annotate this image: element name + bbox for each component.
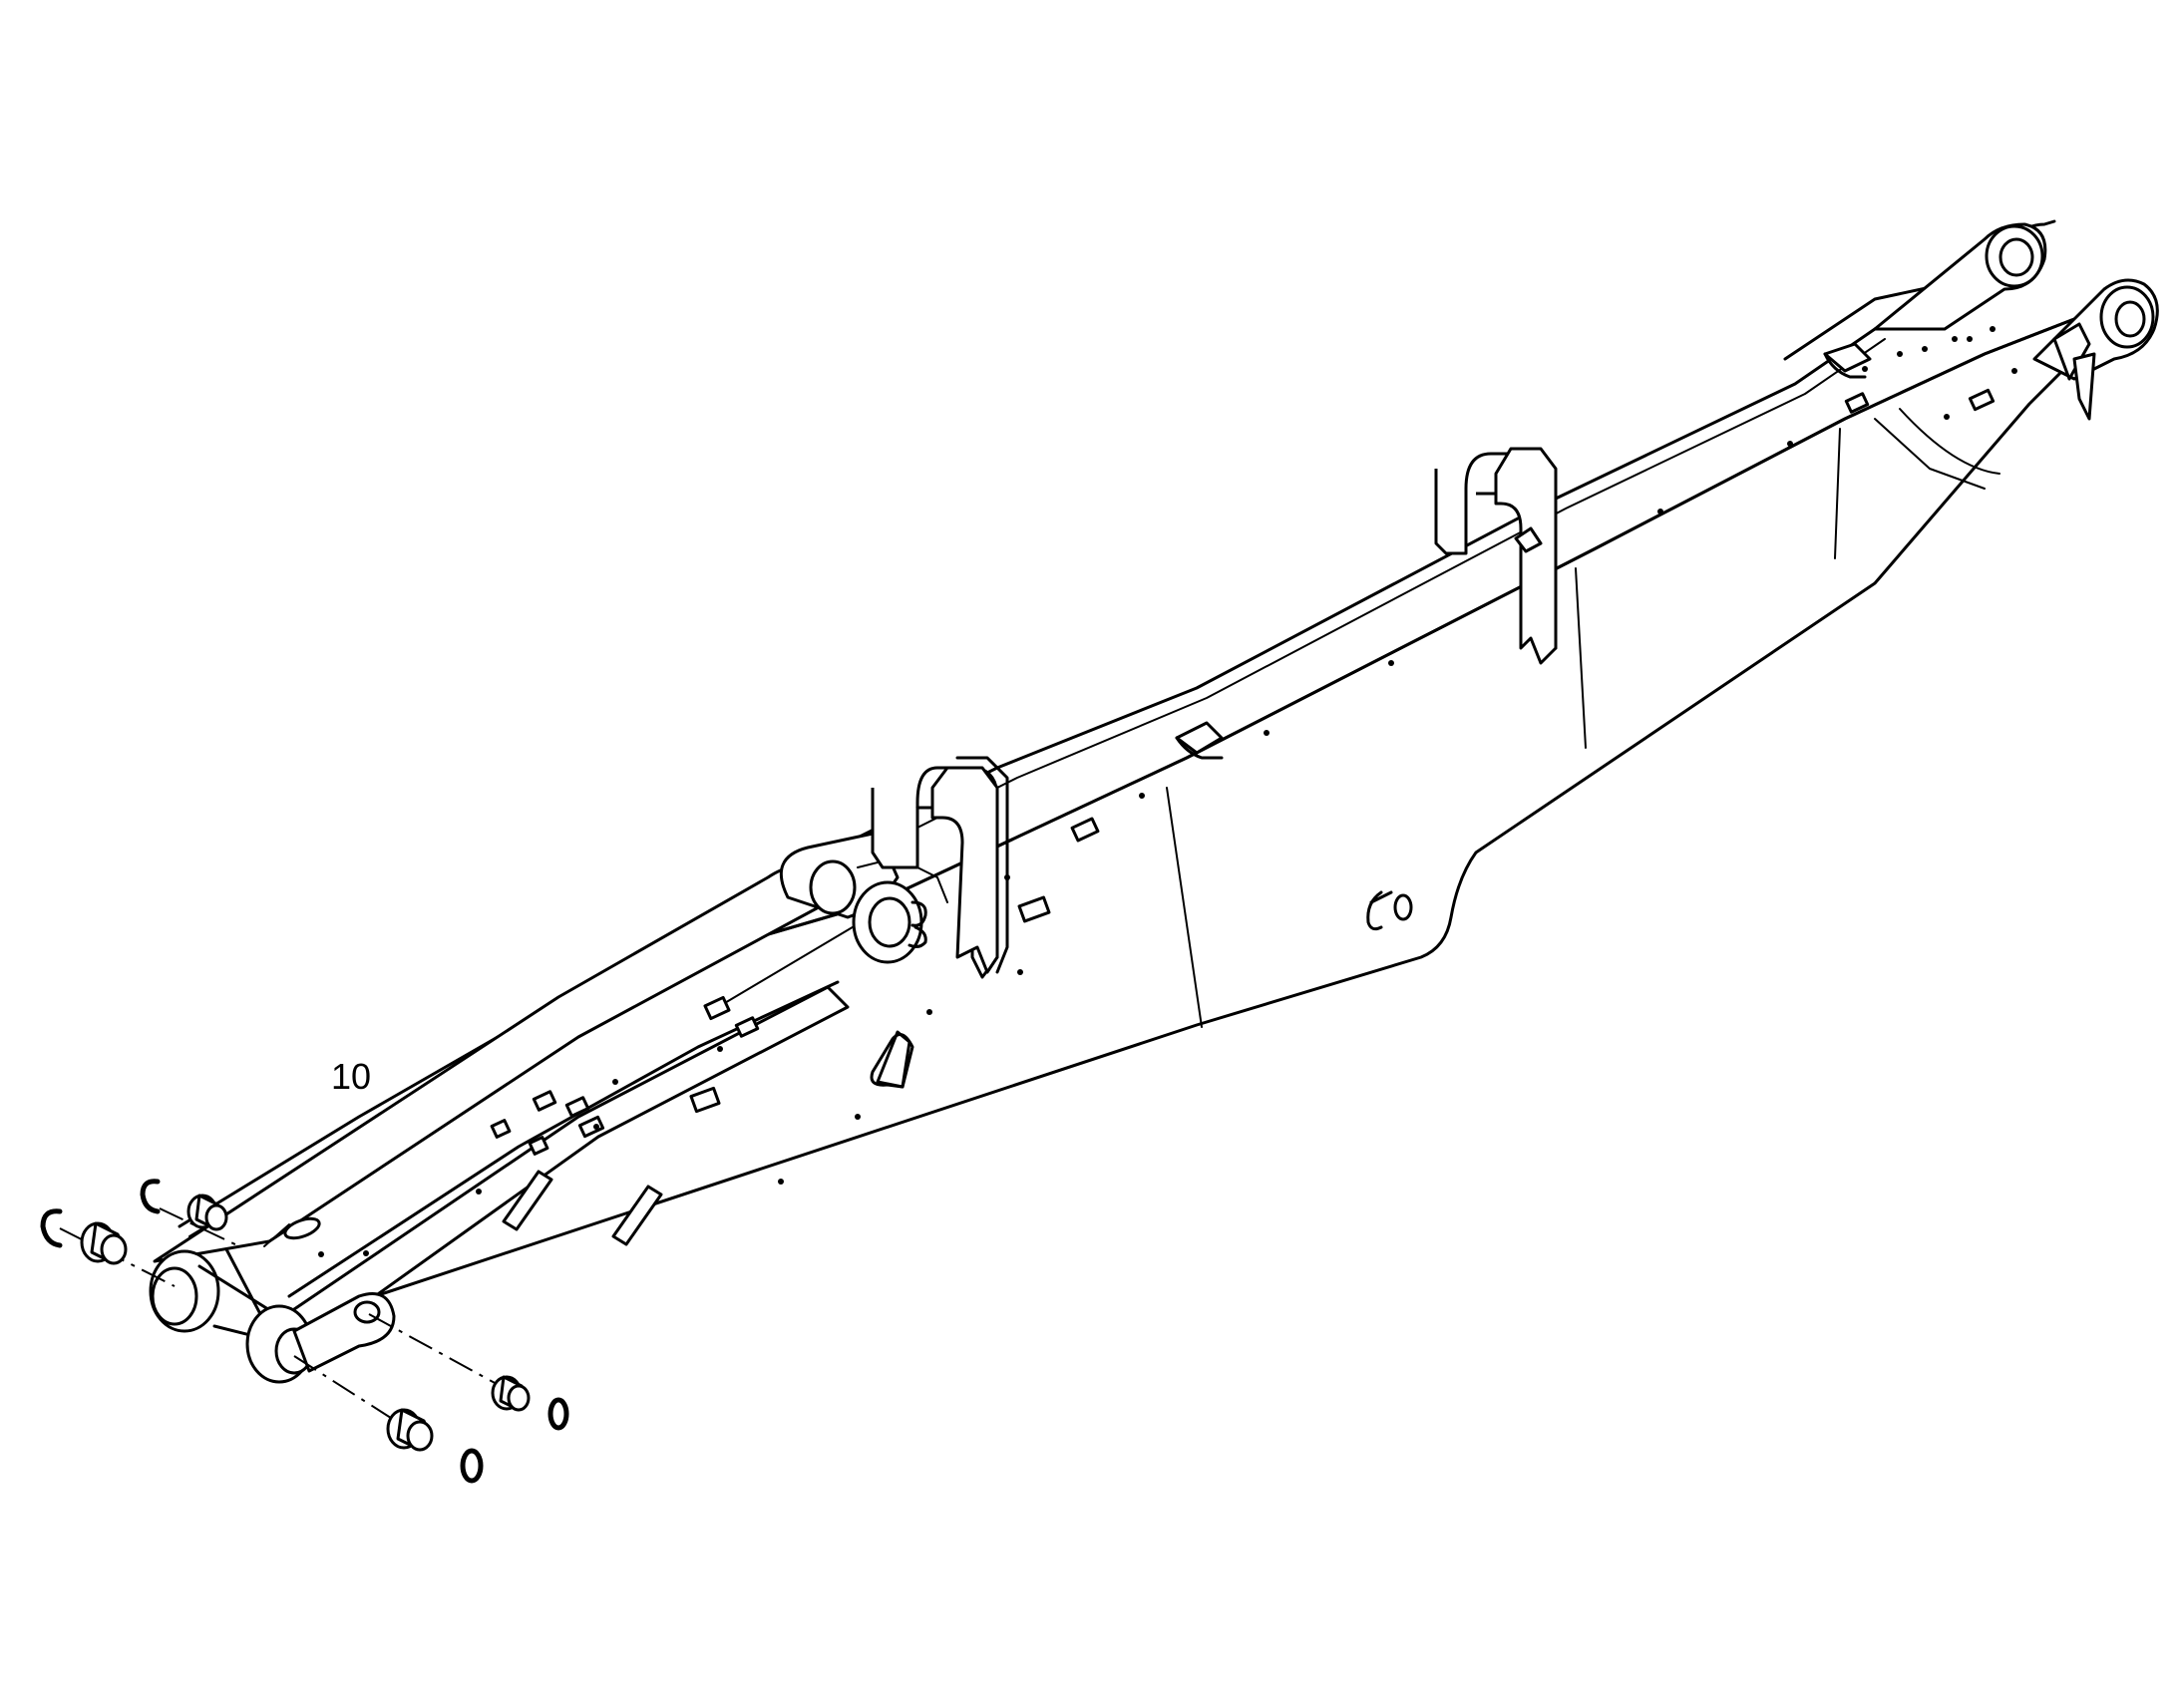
part-number-label: 10: [331, 1056, 372, 1097]
boom-small-features: [263, 342, 1996, 1247]
bushing-icon: [80, 1194, 531, 1452]
bolt-dots: [318, 326, 2017, 1257]
snap-ring-icon: [40, 1179, 569, 1484]
rear-pin-ear-lower: [2032, 278, 2159, 421]
hose-bracket-rear: [1434, 447, 1558, 665]
boom-body: [178, 219, 2101, 1333]
hose-bracket-front: [871, 756, 1009, 979]
rear-pin-ear-upper: [1873, 222, 2047, 331]
front-boom-arms: [153, 865, 850, 1338]
mid-pin-boss: [779, 831, 948, 964]
front-pin-boss-upper: [149, 1249, 314, 1384]
